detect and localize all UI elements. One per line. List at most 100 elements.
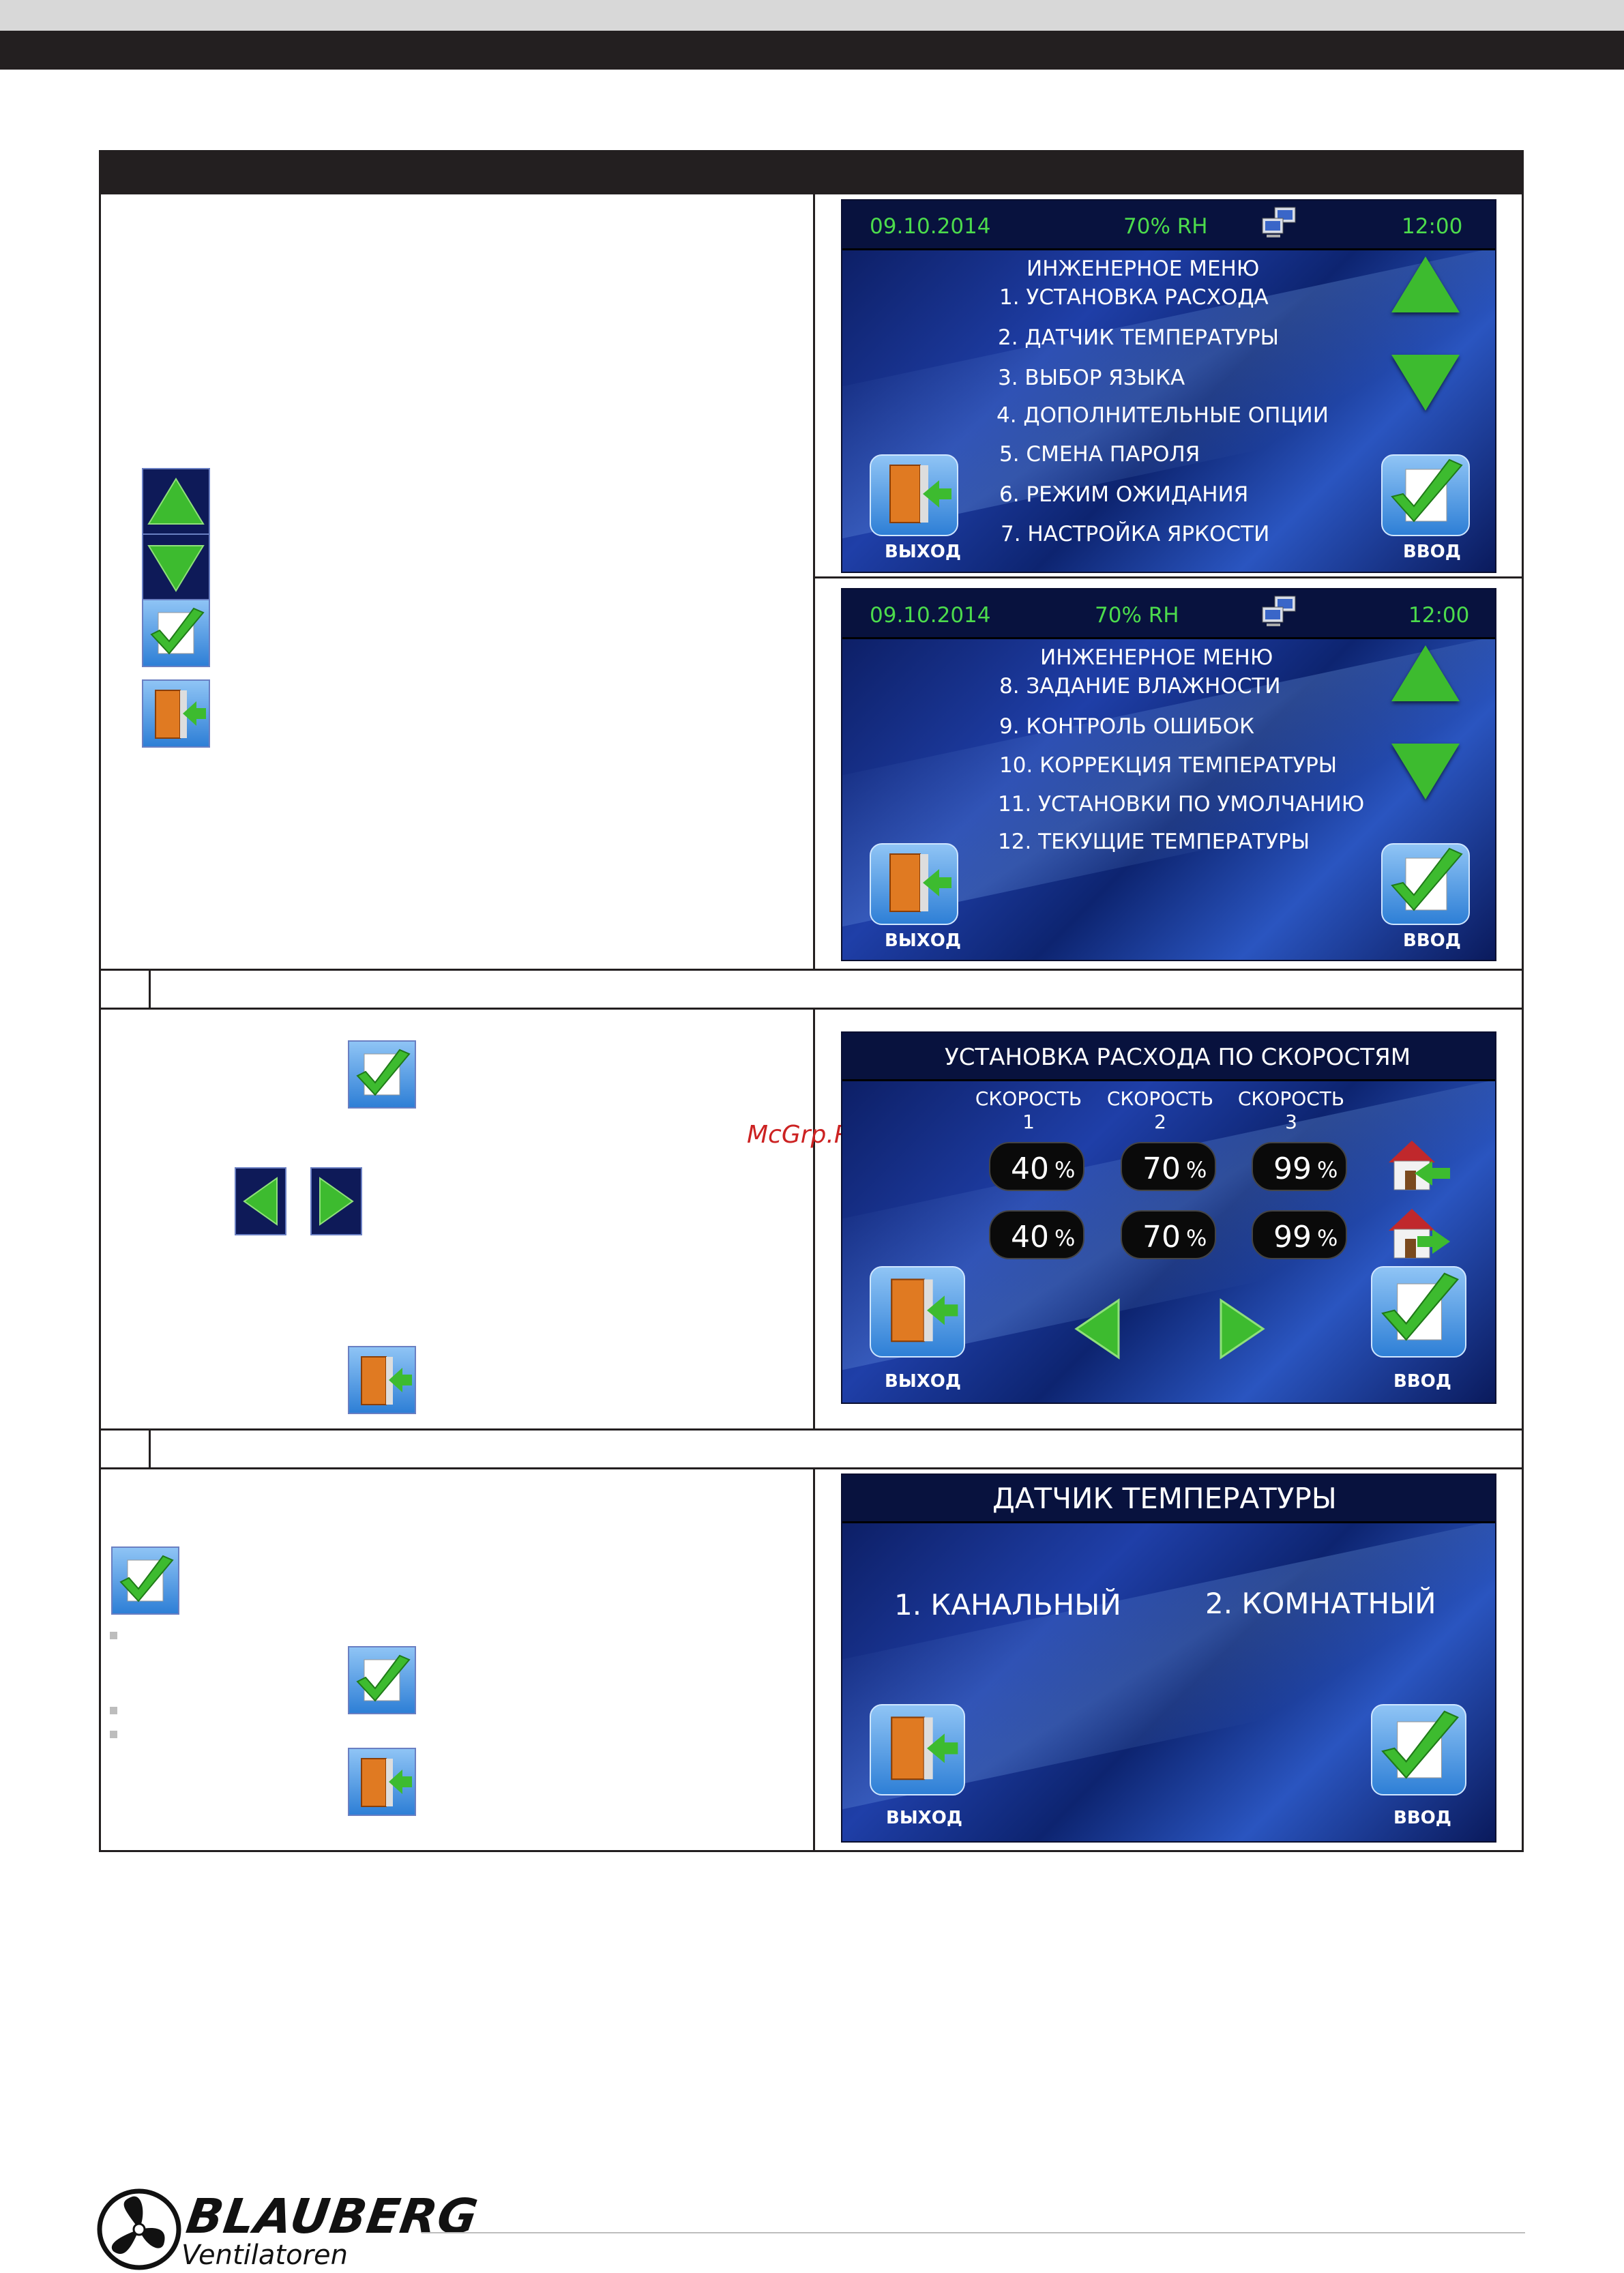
- row-divider: [101, 1008, 1522, 1010]
- menu-item[interactable]: 9. КОНТРОЛЬ ОШИБОК: [999, 714, 1255, 739]
- scroll-down-button[interactable]: [1391, 355, 1460, 411]
- table-header-left: [101, 152, 813, 194]
- exit-button-label: ВЫХОД: [885, 1371, 962, 1392]
- enter-button[interactable]: [1371, 1704, 1466, 1795]
- sensor-option-room[interactable]: 2. КОМНАТНЫЙ: [1205, 1587, 1436, 1620]
- table-divider: [813, 152, 815, 969]
- number-cell-divider: [149, 969, 151, 1008]
- down-arrow-icon: [142, 533, 210, 602]
- supply-house-icon: [1385, 1136, 1453, 1197]
- scroll-up-button[interactable]: [1391, 256, 1460, 312]
- sensor-option-duct[interactable]: 1. КАНАЛЬНЫЙ: [894, 1588, 1121, 1622]
- brand-subtitle: Ventilatoren: [181, 2240, 348, 2271]
- supply-speed-1-field[interactable]: 40%: [989, 1142, 1084, 1191]
- header-band-light: [0, 0, 1624, 31]
- temperature-sensor-screen: ДАТЧИК ТЕМПЕРАТУРЫ 1. КАНАЛЬНЫЙ 2. КОМНА…: [841, 1473, 1496, 1843]
- scroll-down-button[interactable]: [1391, 744, 1460, 800]
- screen-title: УСТАНОВКА РАСХОДА ПО СКОРОСТЯМ: [945, 1044, 1411, 1071]
- exit-button-label: ВЫХОД: [886, 1808, 963, 1828]
- menu-item[interactable]: 11. УСТАНОВКИ ПО УМОЛЧАНИЮ: [998, 792, 1365, 817]
- up-arrow-icon: [142, 468, 210, 536]
- checkmark-icon: [142, 599, 210, 667]
- row-divider: [101, 1428, 1522, 1431]
- exit-button[interactable]: [870, 1266, 965, 1358]
- engineer-menu-screen-1: 09.10.2014 70% RH 12:00 ИНЖЕНЕРНОЕ МЕНЮ …: [841, 199, 1496, 573]
- status-time: 12:00: [1408, 603, 1470, 628]
- menu-item[interactable]: 2. ДАТЧИК ТЕМПЕРАТУРЫ: [998, 325, 1280, 350]
- exit-door-icon: [348, 1748, 416, 1816]
- enter-button[interactable]: [1381, 454, 1470, 536]
- status-time: 12:00: [1402, 214, 1463, 239]
- menu-item[interactable]: 4. ДОПОЛНИТЕЛЬНЫЕ ОПЦИИ: [996, 403, 1329, 428]
- checkmark-icon: [111, 1546, 179, 1615]
- menu-item[interactable]: 6. РЕЖИМ ОЖИДАНИЯ: [999, 482, 1249, 507]
- right-arrow-icon: [310, 1167, 362, 1235]
- screen-title-bar: [842, 1475, 1495, 1523]
- footer-rule: [422, 2232, 1525, 2233]
- header-band-dark: [0, 31, 1624, 70]
- exit-button[interactable]: [870, 843, 958, 925]
- menu-item[interactable]: 3. ВЫБОР ЯЗЫКА: [998, 366, 1185, 390]
- checkmark-icon: [348, 1646, 416, 1714]
- menu-item[interactable]: 10. КОРРЕКЦИЯ ТЕМПЕРАТУРЫ: [999, 753, 1338, 778]
- status-humidity: 70% RH: [1095, 603, 1179, 628]
- checkmark-icon: [348, 1040, 416, 1109]
- menu-item[interactable]: 7. НАСТРОЙКА ЯРКОСТИ: [1001, 522, 1270, 546]
- row-divider: [815, 576, 1522, 578]
- row-divider: [101, 969, 1522, 971]
- menu-title: ИНЖЕНЕРНОЕ МЕНЮ: [1027, 256, 1260, 281]
- menu-title: ИНЖЕНЕРНОЕ МЕНЮ: [1040, 645, 1273, 670]
- fan-logo-icon: [97, 2188, 181, 2273]
- exit-button[interactable]: [870, 1704, 965, 1795]
- enter-button-label: ВВОД: [1393, 1371, 1451, 1392]
- engineer-menu-screen-2: 09.10.2014 70% RH 12:00 ИНЖЕНЕРНОЕ МЕНЮ …: [841, 588, 1496, 961]
- table-divider: [813, 1467, 815, 1850]
- table-divider: [813, 1008, 815, 1428]
- exhaust-speed-2-field[interactable]: 70%: [1121, 1210, 1216, 1259]
- exit-button[interactable]: [870, 454, 958, 536]
- enter-button-label: ВВОД: [1403, 542, 1461, 562]
- previous-button[interactable]: [1071, 1295, 1125, 1366]
- enter-button-label: ВВОД: [1393, 1808, 1451, 1828]
- screen-title-bar: [842, 1033, 1495, 1081]
- enter-button[interactable]: [1381, 843, 1470, 925]
- exhaust-house-icon: [1385, 1205, 1453, 1265]
- exhaust-speed-3-field[interactable]: 99%: [1252, 1210, 1347, 1259]
- network-icon: [1260, 595, 1298, 633]
- status-date: 09.10.2014: [870, 214, 991, 239]
- exit-button-label: ВЫХОД: [885, 930, 962, 951]
- supply-speed-3-field[interactable]: 99%: [1252, 1142, 1347, 1191]
- enter-button-label: ВВОД: [1403, 930, 1461, 951]
- bullet: [110, 1707, 117, 1714]
- menu-item[interactable]: 8. ЗАДАНИЕ ВЛАЖНОСТИ: [999, 674, 1281, 699]
- brand-logo: BLAUBERG: [183, 2188, 482, 2244]
- scroll-up-button[interactable]: [1391, 645, 1460, 701]
- exit-door-icon: [142, 679, 210, 748]
- exit-door-icon: [348, 1346, 416, 1414]
- screen-title: ДАТЧИК ТЕМПЕРАТУРЫ: [992, 1482, 1337, 1515]
- status-humidity: 70% RH: [1123, 214, 1208, 239]
- table-header-right: [815, 152, 1522, 194]
- supply-speed-2-field[interactable]: 70%: [1121, 1142, 1216, 1191]
- bullet: [110, 1731, 117, 1738]
- number-cell-divider: [149, 1428, 151, 1467]
- menu-item[interactable]: 1. УСТАНОВКА РАСХОДА: [999, 285, 1269, 310]
- network-icon: [1260, 206, 1298, 244]
- status-date: 09.10.2014: [870, 603, 991, 628]
- left-arrow-icon: [235, 1167, 286, 1235]
- menu-item[interactable]: 5. СМЕНА ПАРОЛЯ: [999, 442, 1200, 467]
- menu-item[interactable]: 12. ТЕКУЩИЕ ТЕМПЕРАТУРЫ: [998, 830, 1310, 854]
- bullet: [110, 1632, 117, 1639]
- exit-button-label: ВЫХОД: [885, 542, 962, 562]
- next-button[interactable]: [1214, 1295, 1269, 1366]
- status-bar: [842, 589, 1495, 639]
- enter-button[interactable]: [1371, 1266, 1466, 1358]
- exhaust-speed-1-field[interactable]: 40%: [989, 1210, 1084, 1259]
- row-divider: [101, 1467, 1522, 1469]
- instruction-table: [99, 150, 1524, 1852]
- status-bar: [842, 201, 1495, 250]
